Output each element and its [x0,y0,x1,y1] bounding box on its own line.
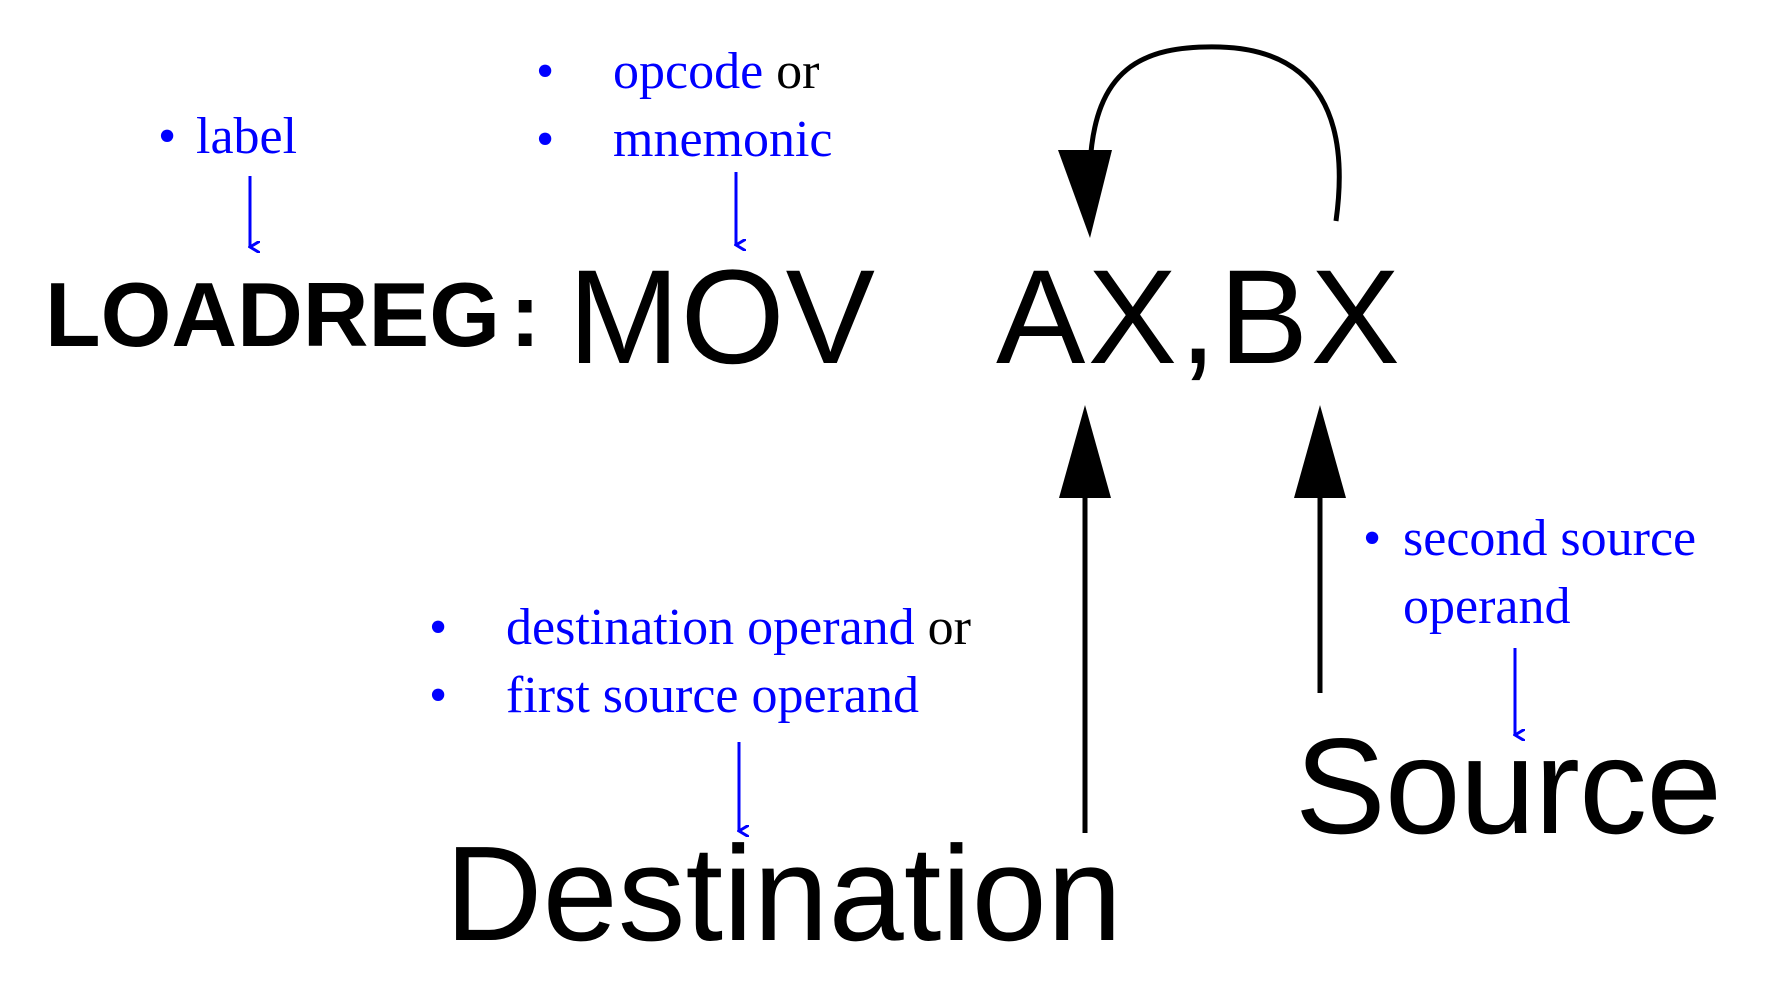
destination-arrowhead-icon [1059,405,1111,498]
destination-bullet: • [429,599,447,656]
source-label: Source [1295,710,1722,862]
opcode-bullet: • [536,43,554,100]
destination-annotation: destination operand or [506,599,971,656]
second-source-annotation: second source [1403,510,1696,567]
destination-label: Destination [445,818,1122,969]
first-source-annotation: first source operand [506,667,919,724]
opcode-annotation: opcode or [613,43,820,100]
mnemonic-bullet: • [536,111,554,168]
label-colon: : [510,265,540,366]
label-annotation: label [196,108,297,165]
mnemonic-text: MOV [568,243,875,392]
label-bullet: • [158,108,176,165]
operands-text: AX,BX [996,243,1400,392]
first-source-bullet: • [429,667,447,724]
label-text: LOADREG [45,265,500,366]
second-source-bullet: • [1363,510,1381,567]
curved-arrowhead-icon [1058,150,1112,238]
curved-arrow-icon [1087,44,1342,222]
mnemonic-annotation: mnemonic [613,111,833,168]
second-source-annotation-line2: operand [1403,578,1570,635]
source-arrowhead-icon [1294,405,1346,498]
